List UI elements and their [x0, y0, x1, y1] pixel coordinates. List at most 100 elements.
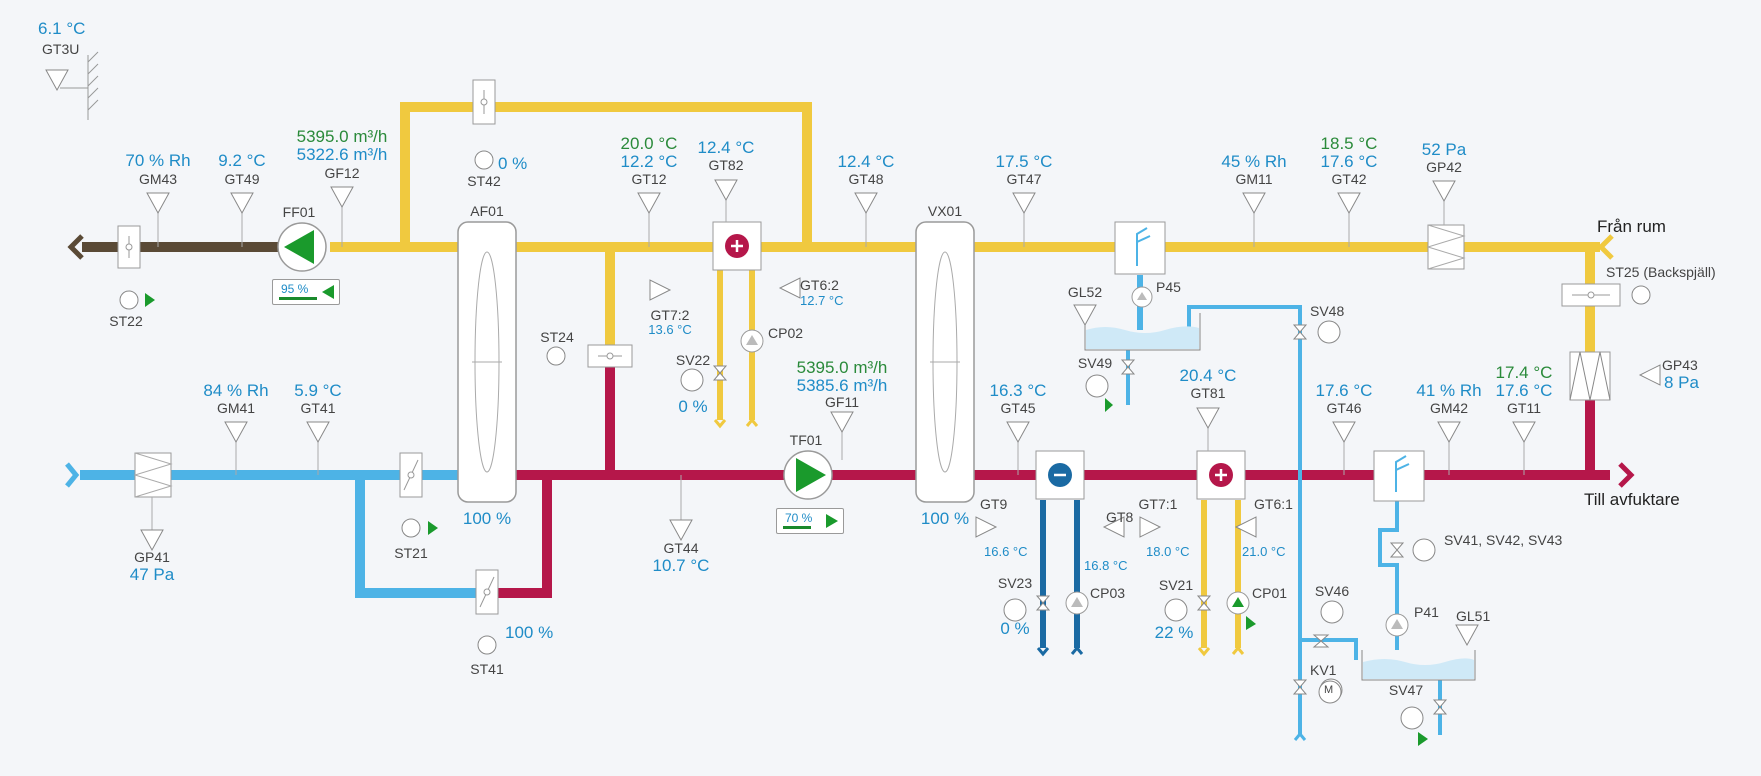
gf12-tag: GF12: [324, 165, 360, 181]
outdoor-wall: [60, 51, 99, 120]
gt8-value: 16.8 °C: [1084, 558, 1128, 573]
gp41-value: 47 Pa: [129, 565, 175, 584]
sv21-pos: 22 %: [1154, 623, 1194, 642]
heater-coil-top[interactable]: [712, 221, 762, 271]
sensor-triangle-icon: [45, 69, 69, 92]
p45-tag: P45: [1156, 279, 1181, 295]
sv49-tag: SV49: [1077, 355, 1113, 371]
humidifier-top[interactable]: [1114, 221, 1166, 275]
gt81-value: 20.4 °C: [1179, 366, 1237, 385]
sensors: [45, 69, 1661, 647]
sv23-pos: 0 %: [1000, 619, 1030, 638]
gt62-value: 12.7 °C: [800, 293, 844, 308]
sensor-triangle-icon: [1437, 421, 1461, 444]
gm11-value: 45 % Rh: [1221, 152, 1287, 171]
af01-heat-exchanger[interactable]: [457, 221, 517, 503]
ff01-direction-icon: [322, 285, 334, 299]
gt62-tag: GT6:2: [800, 277, 839, 293]
sensor-triangle-icon: [649, 279, 672, 301]
gm42-value: 41 % Rh: [1416, 381, 1482, 400]
gf11-value: 5385.6 m³/h: [796, 376, 888, 395]
sensor-triangle-icon: [669, 519, 693, 542]
sensor-triangle-icon: [1234, 516, 1257, 538]
sensor-triangle-icon: [637, 192, 661, 215]
damper-st24[interactable]: [587, 344, 633, 368]
actuators: [119, 150, 1651, 730]
gf12-setpoint: 5395.0 m³/h: [296, 127, 388, 146]
sensor-triangle-icon: [1455, 624, 1479, 647]
gt11-tag: GT11: [1507, 400, 1541, 416]
tf01-speed-bar: [783, 526, 811, 529]
gt61-tag: GT6:1: [1254, 496, 1293, 512]
gt12-setpoint: 20.0 °C: [620, 134, 678, 153]
ff01-tag: FF01: [282, 204, 316, 220]
gp42-tag: GP42: [1426, 159, 1462, 175]
motor-m: [1318, 680, 1342, 704]
tf01-tag: TF01: [789, 432, 823, 448]
gm42-tag: GM42: [1429, 400, 1469, 416]
sensor-triangle-icon: [306, 421, 330, 444]
gt82-value: 12.4 °C: [697, 138, 755, 157]
sv41-tag: SV41, SV42, SV43: [1444, 532, 1563, 548]
vx01-rotary-exchanger[interactable]: [915, 221, 975, 503]
gf11-tag: GF11: [825, 394, 859, 410]
gt42-tag: GT42: [1331, 171, 1367, 187]
pumps[interactable]: [740, 286, 1409, 637]
duct-arrows: [65, 234, 1635, 488]
gm43-tag: GM43: [138, 171, 178, 187]
sensor-triangle-icon: [1196, 407, 1220, 430]
vx01-pos: 100 %: [920, 509, 970, 528]
sv46-tag: SV46: [1314, 583, 1350, 599]
cooler-coil[interactable]: [1035, 450, 1085, 500]
sensor-triangle-icon: [1139, 516, 1162, 538]
sensor-triangle-icon: [330, 186, 354, 209]
damper-st22[interactable]: [117, 225, 141, 269]
gt45-value: 16.3 °C: [989, 381, 1047, 400]
gf12-value: 5322.6 m³/h: [296, 145, 388, 164]
gt49-tag: GT49: [224, 171, 260, 187]
st25-tag: ST25 (Backspjäll): [1606, 264, 1716, 280]
valves[interactable]: [712, 324, 1448, 715]
gt44-value: 10.7 °C: [652, 556, 710, 575]
gt8-tag: GT8: [1106, 509, 1134, 525]
tf01-speed-label: 70 %: [785, 511, 813, 525]
sensor-triangle-icon: [830, 411, 854, 434]
ff01-speed-badge[interactable]: 95 %: [272, 279, 340, 305]
humidifier-bottom[interactable]: [1373, 450, 1425, 502]
gt9-tag: GT9: [980, 496, 1008, 512]
damper-st25[interactable]: [1561, 283, 1621, 307]
damper-st42[interactable]: [472, 79, 496, 125]
fan-tf01[interactable]: [783, 450, 833, 500]
af01-pos: 100 %: [462, 509, 512, 528]
cp01-tag: CP01: [1252, 585, 1288, 601]
ff01-speed-bar: [279, 297, 317, 300]
filter-gp43: [1569, 351, 1611, 401]
outdoor-tag: GT3U: [42, 41, 80, 57]
damper-st21[interactable]: [399, 452, 423, 498]
gt71-tag: GT7:1: [1138, 496, 1178, 512]
pipe-arrows: [713, 417, 1307, 741]
cp02-tag: CP02: [768, 325, 804, 341]
tank-gl51: [1361, 650, 1476, 681]
sensor-triangle-icon: [714, 179, 738, 202]
gt11-value: 17.6 °C: [1495, 381, 1553, 400]
gp43-value: 8 Pa: [1664, 373, 1699, 392]
gt48-tag: GT48: [848, 171, 884, 187]
heater-coil-bottom[interactable]: [1196, 450, 1246, 500]
gt82-tag: GT82: [708, 157, 744, 173]
vx01-tag: VX01: [927, 203, 963, 219]
st24-tag: ST24: [540, 329, 574, 345]
sensor-triangle-icon: [1012, 192, 1036, 215]
gl52-tag: GL52: [1067, 284, 1103, 300]
gm11-tag: GM11: [1235, 171, 1273, 187]
fan-ff01[interactable]: [277, 222, 327, 272]
outdoor-temp: 6.1 °C: [38, 19, 86, 38]
sensor-triangle-icon: [1337, 192, 1361, 215]
tf01-speed-badge[interactable]: 70 %: [776, 508, 844, 534]
damper-st41[interactable]: [475, 569, 499, 615]
gt46-tag: GT46: [1326, 400, 1362, 416]
gt72-value: 13.6 °C: [648, 322, 692, 337]
sensor-triangle-icon: [1432, 180, 1456, 203]
sensor-triangle-icon: [1512, 421, 1536, 444]
